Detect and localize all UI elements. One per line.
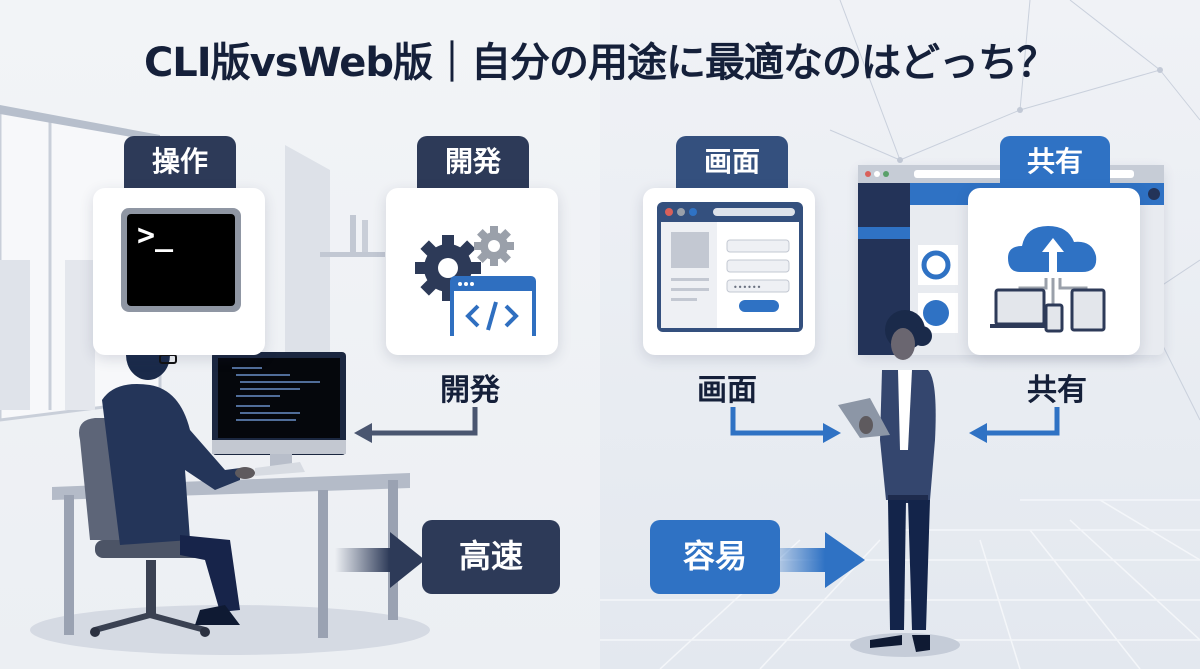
arrow-right-easy-icon: [780, 532, 865, 588]
arrow-left-share-icon: [969, 407, 1060, 443]
svg-text:••••••: ••••••: [733, 283, 761, 292]
pill-easy: 容易: [650, 520, 780, 594]
development-card: [386, 188, 558, 355]
tag-screen: 画面: [676, 136, 788, 188]
terminal-icon: >_: [121, 208, 241, 312]
tag-share: 共有: [1000, 136, 1110, 188]
arrow-right-screen-icon: [730, 407, 841, 443]
screen-card: ••••••: [643, 188, 815, 355]
terminal-prompt: >_: [137, 218, 174, 253]
label-development: 開発: [440, 373, 500, 408]
share-card: [968, 188, 1140, 355]
cloud-upload-devices-icon: [990, 226, 1106, 333]
arrow-left-icon: [354, 407, 478, 443]
tag-operation: 操作: [124, 136, 236, 188]
terminal-card: >_: [93, 188, 265, 355]
gears-code-icon: [415, 226, 536, 336]
label-screen: 画面: [697, 373, 757, 408]
arrow-right-speed-icon: [335, 532, 425, 588]
page-title: CLI版vsWeb版｜自分の用途に最適なのはどっち？: [143, 40, 1057, 86]
tag-development: 開発: [417, 136, 529, 188]
pill-speed: 高速: [422, 520, 560, 594]
label-share: 共有: [1027, 373, 1087, 408]
businesswoman-illustration: [838, 310, 936, 652]
browser-form-icon: ••••••: [657, 202, 803, 332]
